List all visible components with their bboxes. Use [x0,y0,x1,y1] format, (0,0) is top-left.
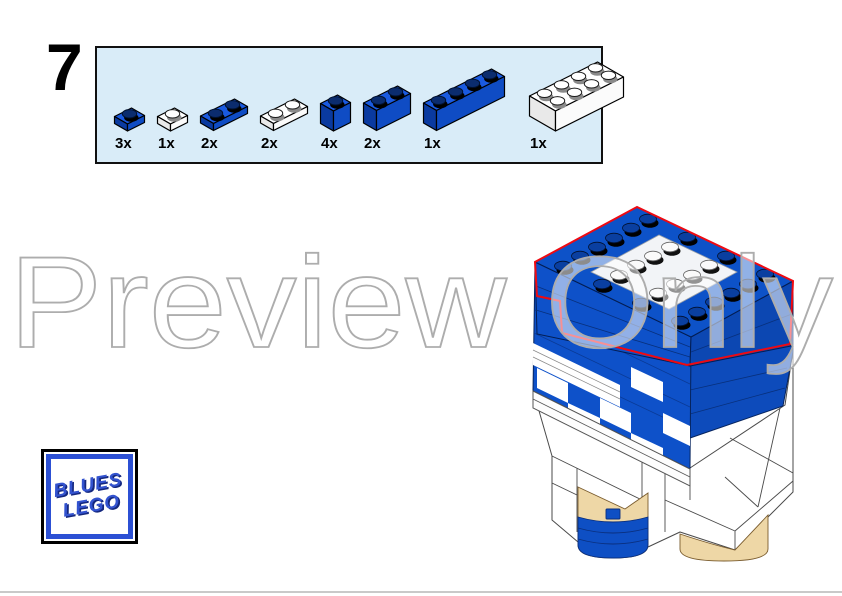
step-number: 7 [46,30,83,104]
part-image-brick-1x2-blue [362,85,412,132]
logo-frame: BLUES LEGO [46,454,133,539]
part-quantity-label: 2x [201,135,218,152]
footer-divider [0,591,842,593]
part-quantity-label: 1x [530,135,547,152]
parts-callout-box: 3x 1x 2x 2x 4x 2x 1x 1x [95,46,625,164]
model-top-assembly [533,206,795,367]
part-item: 1x [156,96,189,152]
waist-ledge [532,390,691,487]
part-item: 4x [319,83,352,152]
right-leg [679,513,769,562]
part-image-plate-1x1-blue [113,106,146,132]
part-quantity-label: 2x [261,135,278,152]
torso-right-courses [689,367,788,415]
torso-white-band-lines [532,349,621,400]
part-quantity-label: 1x [158,135,175,152]
logo-text: BLUES LEGO [52,469,127,522]
top-studs [554,213,776,330]
part-image-plate-1x2-blue [199,98,249,132]
new-parts-outline [533,205,795,367]
part-image-brick-1x4-blue [422,68,506,132]
part-image-brick-1x1-blue [319,93,352,132]
part-quantity-label: 4x [321,135,338,152]
left-sock [577,508,649,559]
part-quantity-label: 3x [115,135,132,152]
part-item: 2x [259,87,309,152]
model-svg [532,205,795,562]
part-item: 2x [362,74,412,152]
part-item: 2x [199,87,249,152]
part-image-brick-2x4-white [528,60,625,132]
waist-ledge-line [532,398,691,478]
part-quantity-label: 1x [424,135,441,152]
parts-list: 3x 1x 2x 2x 4x 2x 1x 1x [97,50,625,163]
top-white-brick-area [590,234,738,310]
part-image-plate-1x1-white [156,106,189,132]
part-quantity-label: 2x [364,135,381,152]
part-item: 1x [528,50,625,152]
blues-lego-logo: BLUES LEGO [41,449,138,544]
part-item: 3x [113,96,146,152]
part-item: 1x [422,57,506,152]
model-render [530,200,842,565]
part-image-plate-1x2-white [259,98,309,132]
